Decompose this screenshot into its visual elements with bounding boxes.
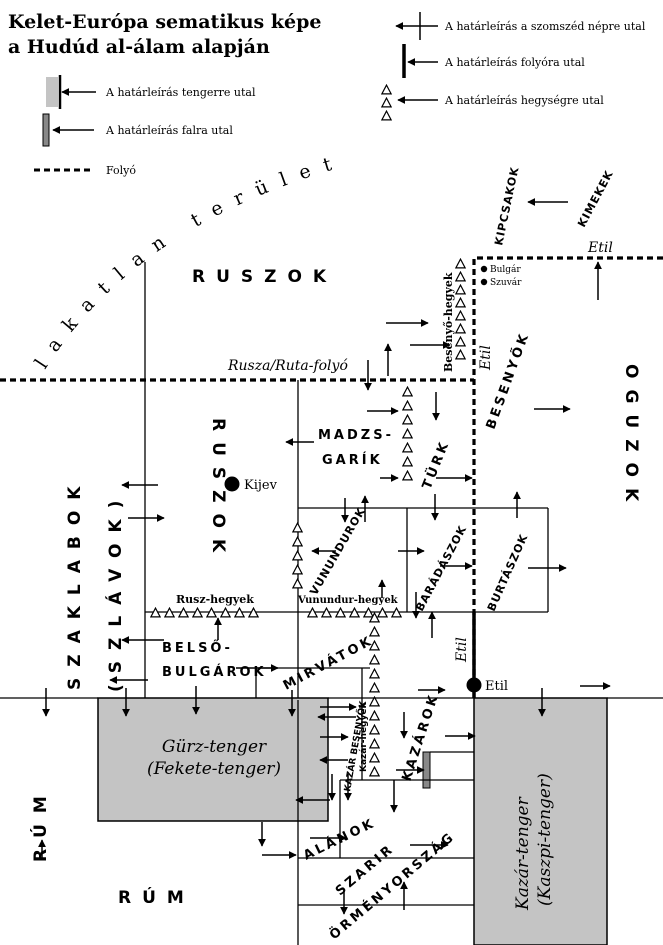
ruszok-top-label: RUSZOK [192,267,337,287]
kipcsakok-label: KIPCSAKOK [492,165,521,246]
besenyo-hegyek-label: Besenyő-hegyek [442,272,455,372]
rusz-hegyek-label: Rusz-hegyek [176,593,254,606]
etil-city-dot [466,677,482,693]
border-lines [0,262,663,945]
legend-river-label: A határleírás folyóra utal [444,56,585,69]
vunundur-hegyek-label: Vunundur-hegyek [297,595,399,606]
rivers [0,256,663,678]
rum-bottom-label: RÚM [118,886,195,908]
etil-city-label: Etil [485,679,508,694]
legend-sea-label: A határleírás tengerre utal [105,86,256,99]
wall-marker [422,751,431,789]
szlavok-label: (SZLÁVOK) [104,490,126,692]
legend-river-item: A határleírás folyóra utal [402,44,585,78]
boundary-arrows [38,198,611,915]
title-line-1: Kelet-Európa sematikus képe [8,11,321,33]
legend-river-line-label: Folyó [106,164,136,177]
besenyo-mountains [455,258,466,360]
legend-wall-item: A határleírás falra utal [42,113,233,147]
belso-bulgarok-label-1: BELSŐ- [162,640,233,656]
turk-mountains [402,386,413,481]
szuvar-label: Szuvár [490,277,522,288]
gurz-sea [97,697,329,822]
madzsgarik-label-2: GARÍK [322,452,383,468]
szuvar-dot [480,278,488,286]
wall-swatch [42,113,50,147]
legend-river-line-item: Folyó [34,164,136,177]
madzsgarik-label-1: MADZS- [318,428,394,443]
besenyok-e-label: BESENYŐK [483,330,533,432]
etil-top-label: Etil [587,240,613,256]
legend-sea-item: A határleírás tengerre utal [46,75,256,109]
kazar-sea [473,697,608,945]
etil-river [472,256,663,678]
uninhabited-area-label: lakatlan terület [31,149,348,372]
rum-vertical-label: RÚM [29,785,51,862]
legend-people-label: A határleírás a szomszéd népre utal [444,20,646,33]
etil-low-label: Etil [454,637,470,663]
szaklabok-label: SZAKLABOK [65,476,85,690]
belso-bulgarok-label-2: BULGÁROK [162,664,267,680]
kijev-label: Kijev [244,478,278,493]
gurz-sea-label-1: Gürz-tenger [162,737,267,757]
rusza-folyo-label: Rusza/Ruta-folyó [227,358,348,374]
legend-people-item: A határleírás a szomszéd népre utal [395,12,646,40]
legend-mountain-label: A határleírás hegységre utal [444,94,604,107]
legend-wall-label: A határleírás falra utal [105,124,233,137]
kazar-hegyek-label: Kazár-hegyek [359,702,369,772]
burtaszok-label: BURTÁSZOK [485,532,531,613]
kazar-sea-label-1: Kazár-tenger [513,796,533,911]
etil-mid-label: Etil [478,345,494,371]
kazar-sea-label-2: (Kaszpi-tenger) [535,773,555,906]
mountain-icon [381,84,392,95]
ruszok-vertical-label: RUSZOK [208,418,228,563]
sea-swatch [46,77,58,107]
kijev-dot [224,476,240,492]
oguzok-label: OGUZOK [621,364,641,512]
legend-mountain-item: A határleírás hegységre utal [381,84,604,121]
gurz-sea-label-2: (Fekete-tenger) [147,759,281,779]
title-line-2: a Hudúd al-álam alapján [8,36,270,58]
turk-label: TÜRK [419,438,453,492]
kimekek-label: KIMEKEK [575,168,616,229]
bulgar-dot [480,265,488,273]
bulgar-label: Bulgár [490,264,521,275]
baradaszok-label: BARÁDÁSZOK [413,523,469,613]
